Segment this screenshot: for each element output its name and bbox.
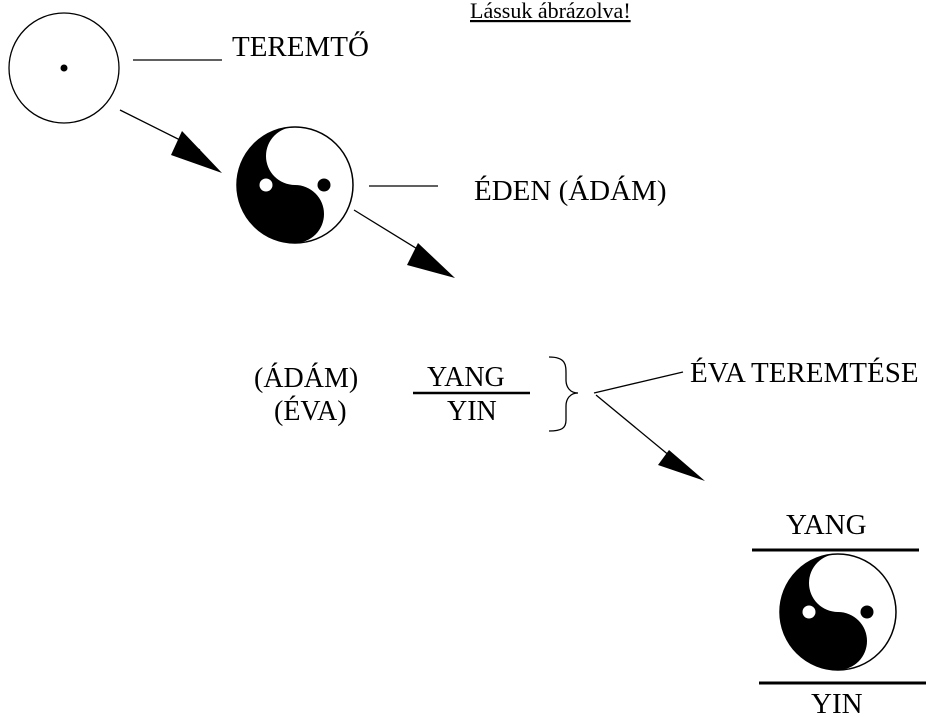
label-adam: (ÁDÁM) — [254, 363, 358, 394]
yin-yang-icon — [236, 126, 354, 244]
brace-icon — [548, 356, 579, 432]
yin-yang-icon — [779, 553, 897, 671]
fraction-yang: YANG — [427, 362, 505, 393]
arrow-icon — [595, 394, 705, 481]
arrow-icon — [119, 109, 222, 173]
label-teremto: TEREMTŐ — [232, 30, 369, 63]
eva-teremtese-leader-line — [593, 371, 684, 394]
bottom-yin-label: YIN — [811, 688, 863, 717]
label-eden: ÉDEN (ÁDÁM) — [474, 174, 667, 207]
fraction-yin: YIN — [447, 396, 497, 427]
bottom-yang-label: YANG — [786, 509, 867, 541]
label-eva: (ÉVA) — [274, 396, 347, 427]
diagram-title: Lássuk ábrázolva! — [470, 0, 631, 23]
creator-circle-icon — [8, 12, 120, 124]
arrow-icon — [353, 209, 455, 278]
label-eva-teremtese: ÉVA TEREMTÉSE — [690, 356, 919, 389]
